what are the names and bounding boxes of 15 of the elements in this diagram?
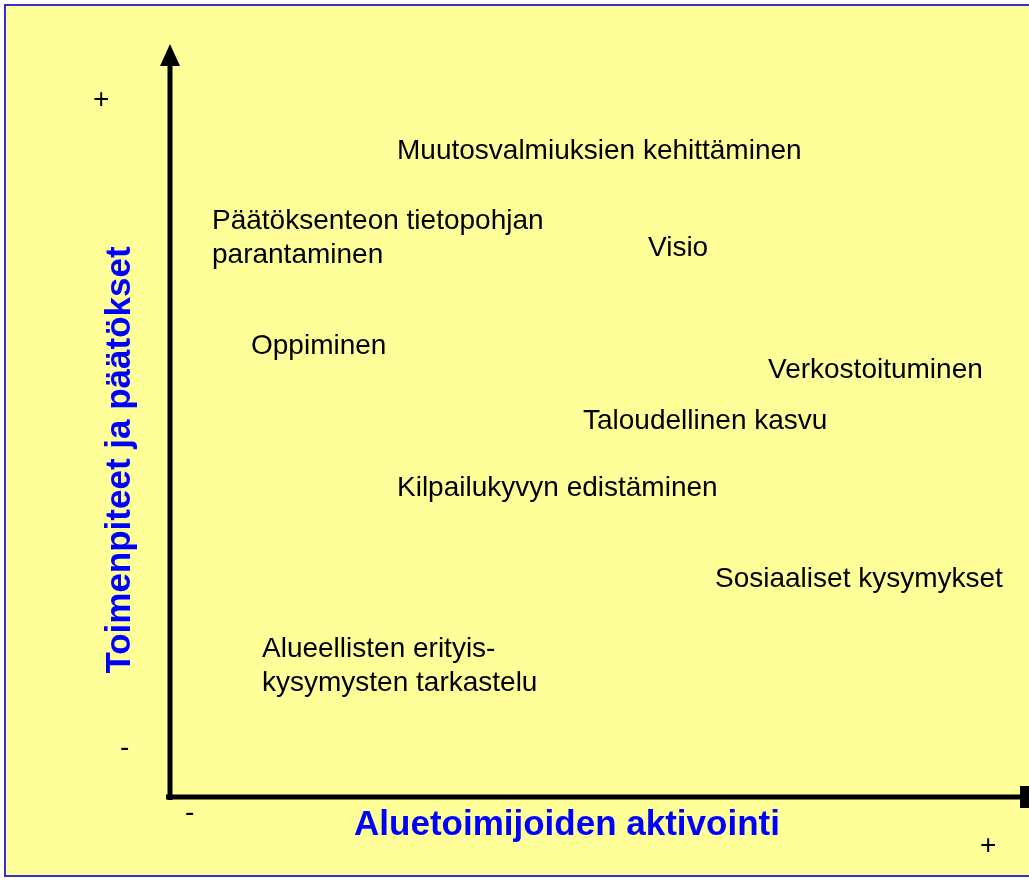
x-axis-title: Aluetoimijoiden aktivointi <box>354 802 780 844</box>
minus-sign: - <box>185 795 195 829</box>
factor-label: Visio <box>648 230 709 264</box>
y-axis-title: Toimenpiteet ja päätökset <box>97 246 138 674</box>
factor-label: Alueellisten erityis- kysymysten tarkastelu <box>262 631 539 699</box>
plus-sign: + <box>93 82 110 116</box>
factor-label: Taloudellinen kasvu <box>583 403 828 437</box>
minus-sign: - <box>120 730 130 764</box>
factor-label: Kilpailukyvyn edistäminen <box>397 470 718 504</box>
factor-label: Sosiaaliset kysymykset <box>715 561 1003 595</box>
factor-label: Verkostoituminen <box>768 352 983 386</box>
factor-label: Päätöksenteon tietopohjan parantaminen <box>212 203 545 271</box>
factor-label: Oppiminen <box>251 328 387 362</box>
factor-label: Muutosvalmiuksien kehittäminen <box>397 133 802 167</box>
plus-sign: + <box>980 828 997 862</box>
